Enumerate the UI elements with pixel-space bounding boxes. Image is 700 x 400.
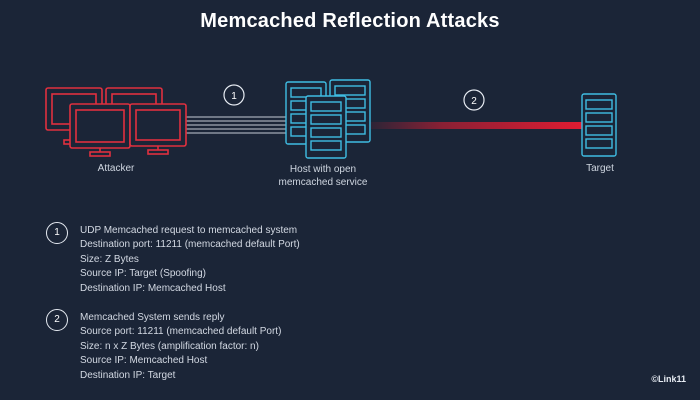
step-1-line: Source IP: Target (Spoofing) [80,268,206,280]
step-2-line: Source port: 11211 (memcached default Po… [80,326,282,338]
server-rack-icon [581,93,617,157]
step-number-badge: 2 [46,309,68,331]
step-2-line: Destination IP: Target [80,369,176,381]
step-2-marker-label: 2 [471,96,477,107]
step-number-badge: 1 [46,222,68,244]
step-1-line: UDP Memcached request to memcached syste… [80,225,298,236]
page-title: Memcached Reflection Attacks [200,10,500,32]
host-label: Host with open memcached service [278,164,368,188]
step-1-line: Destination port: 11211 (memcached defau… [80,239,300,251]
step-2-line: Source IP: Memcached Host [80,355,208,367]
computer-monitor-icon [129,103,187,155]
copyright-notice: ©Link11 [651,374,686,384]
step-1-line: Destination IP: Memcached Host [80,282,226,294]
attacker-label: Attacker [97,163,135,174]
step-1-marker [223,84,245,106]
server-rack-icon [305,95,347,159]
computer-monitor-icon [69,103,131,157]
reply-traffic-beam [365,122,585,129]
step-2-marker [463,89,485,111]
request-lines [180,116,290,134]
target-label: Target [586,163,614,174]
step-2-line: Size: n x Z Bytes (amplification factor:… [80,340,259,352]
step-1-line: Size: Z Bytes [80,253,139,265]
step-1-marker-label: 1 [231,91,237,102]
step-2-line: Memcached System sends reply [80,312,225,323]
